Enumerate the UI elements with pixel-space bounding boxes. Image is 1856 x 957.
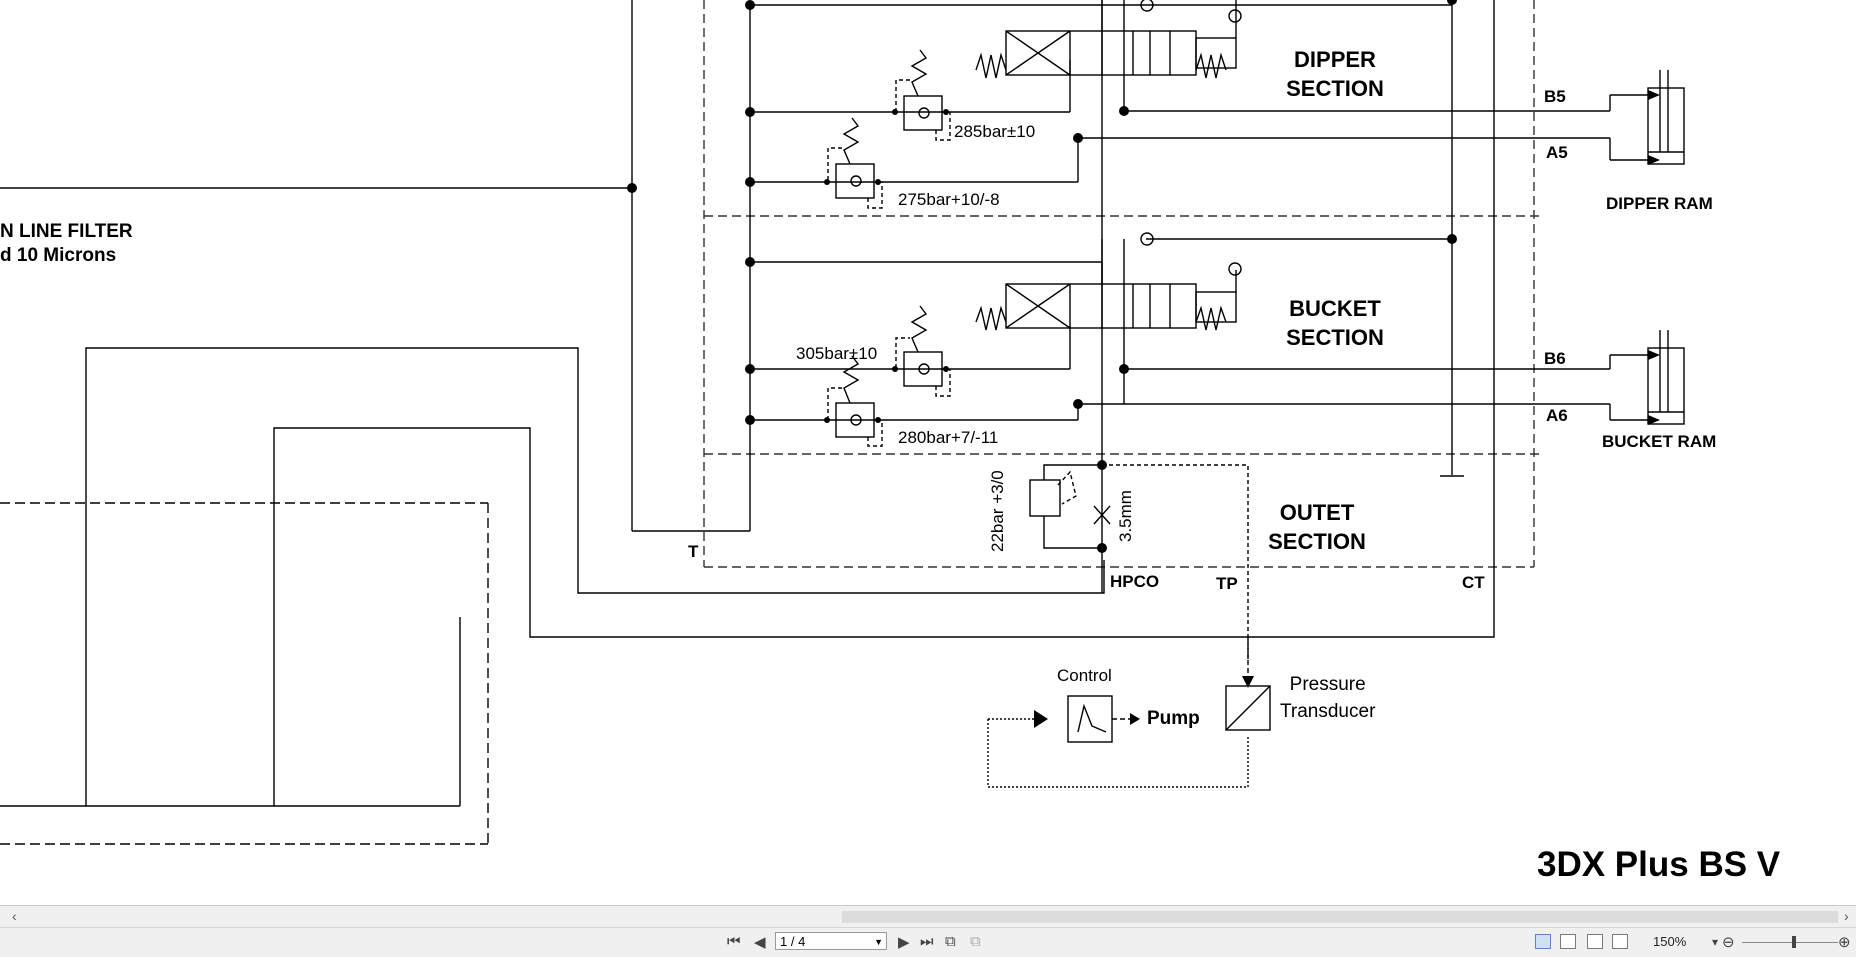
scroll-right-icon[interactable]: › — [1844, 908, 1849, 924]
port-t-label: T — [688, 542, 699, 561]
port-tp-label: TP — [1216, 574, 1238, 593]
port-b5-label: B5 — [1544, 87, 1566, 106]
scrollbar-thumb[interactable] — [842, 911, 1838, 923]
filter-label-line1: N LINE FILTER — [0, 221, 133, 242]
facing-view-icon[interactable] — [1587, 934, 1603, 949]
dipper-section-label: DIPPER SECTION — [1286, 47, 1384, 101]
orifice-label: 3.5mm — [1116, 490, 1135, 542]
continuous-facing-view-icon[interactable] — [1612, 934, 1628, 949]
dipper-ram-symbol — [1609, 70, 1685, 165]
relief-22-label: 22bar +3/0 — [988, 470, 1007, 552]
page-indicator: 1 / 4 — [780, 934, 806, 949]
tank-outline — [0, 502, 489, 845]
valve-block-outline — [703, 0, 1544, 568]
page-title: 3DX Plus BS V — [1537, 845, 1781, 884]
port-b6-label: B6 — [1544, 349, 1566, 368]
port-a6-label: A6 — [1546, 406, 1568, 425]
single-page-view-icon[interactable] — [1535, 934, 1551, 949]
zoom-level[interactable]: 150% — [1653, 934, 1687, 949]
zoom-in-icon[interactable]: ⊕ — [1838, 934, 1851, 951]
scroll-left-icon[interactable]: ‹ — [12, 908, 17, 924]
viewer-toolbar: ⏮ ◀ 1 / 4 ▼ ▶ ⏭ ⧉ ⧉ 150% ▾ ⊖ ⊕ — [0, 927, 1856, 957]
zoom-out-icon[interactable]: ⊖ — [1722, 934, 1735, 951]
bucket-section-label: BUCKET SECTION — [1286, 296, 1384, 350]
relief-275-label: 275bar+10/-8 — [898, 190, 1000, 209]
relief-285-label: 285bar±10 — [954, 122, 1036, 141]
relief-305-label: 305bar±10 — [796, 344, 878, 363]
zoom-menu-chevron-icon[interactable]: ▾ — [1712, 935, 1719, 949]
port-a5-label: A5 — [1546, 143, 1568, 162]
chevron-down-icon[interactable]: ▼ — [874, 937, 883, 947]
zoom-slider-thumb[interactable] — [1792, 936, 1796, 948]
first-page-icon[interactable]: ⏮ — [727, 933, 741, 950]
dipper-ram-label: DIPPER RAM — [1606, 194, 1713, 213]
next-view-icon[interactable]: ⧉ — [970, 933, 981, 950]
control-label: Control — [1057, 666, 1112, 685]
last-page-icon[interactable]: ⏭ — [920, 933, 934, 950]
horizontal-scrollbar[interactable]: ‹ › — [0, 905, 1856, 928]
filter-label-line2: d 10 Microns — [0, 245, 117, 266]
previous-view-icon[interactable]: ⧉ — [945, 933, 956, 950]
outlet-section-label: OUTET SECTION — [1268, 500, 1366, 554]
pump-label: Pump — [1147, 708, 1200, 729]
bucket-ram-label: BUCKET RAM — [1602, 432, 1717, 451]
previous-page-icon[interactable]: ◀ — [754, 934, 766, 951]
port-ct-label: CT — [1462, 573, 1485, 592]
zoom-slider[interactable] — [1742, 942, 1838, 943]
relief-280-label: 280bar+7/-11 — [898, 428, 999, 447]
continuous-view-icon[interactable] — [1560, 934, 1576, 949]
transducer-label: Pressure Transducer — [1280, 674, 1376, 722]
hydraulic-schematic — [0, 0, 1685, 845]
page-number-field[interactable]: 1 / 4 ▼ — [775, 932, 887, 950]
port-hpco-label: HPCO — [1110, 572, 1160, 591]
bucket-ram-symbol — [1609, 330, 1685, 425]
document-page: N LINE FILTER d 10 Microns DIPPER SECTIO… — [0, 0, 1781, 884]
next-page-icon[interactable]: ▶ — [898, 934, 910, 951]
